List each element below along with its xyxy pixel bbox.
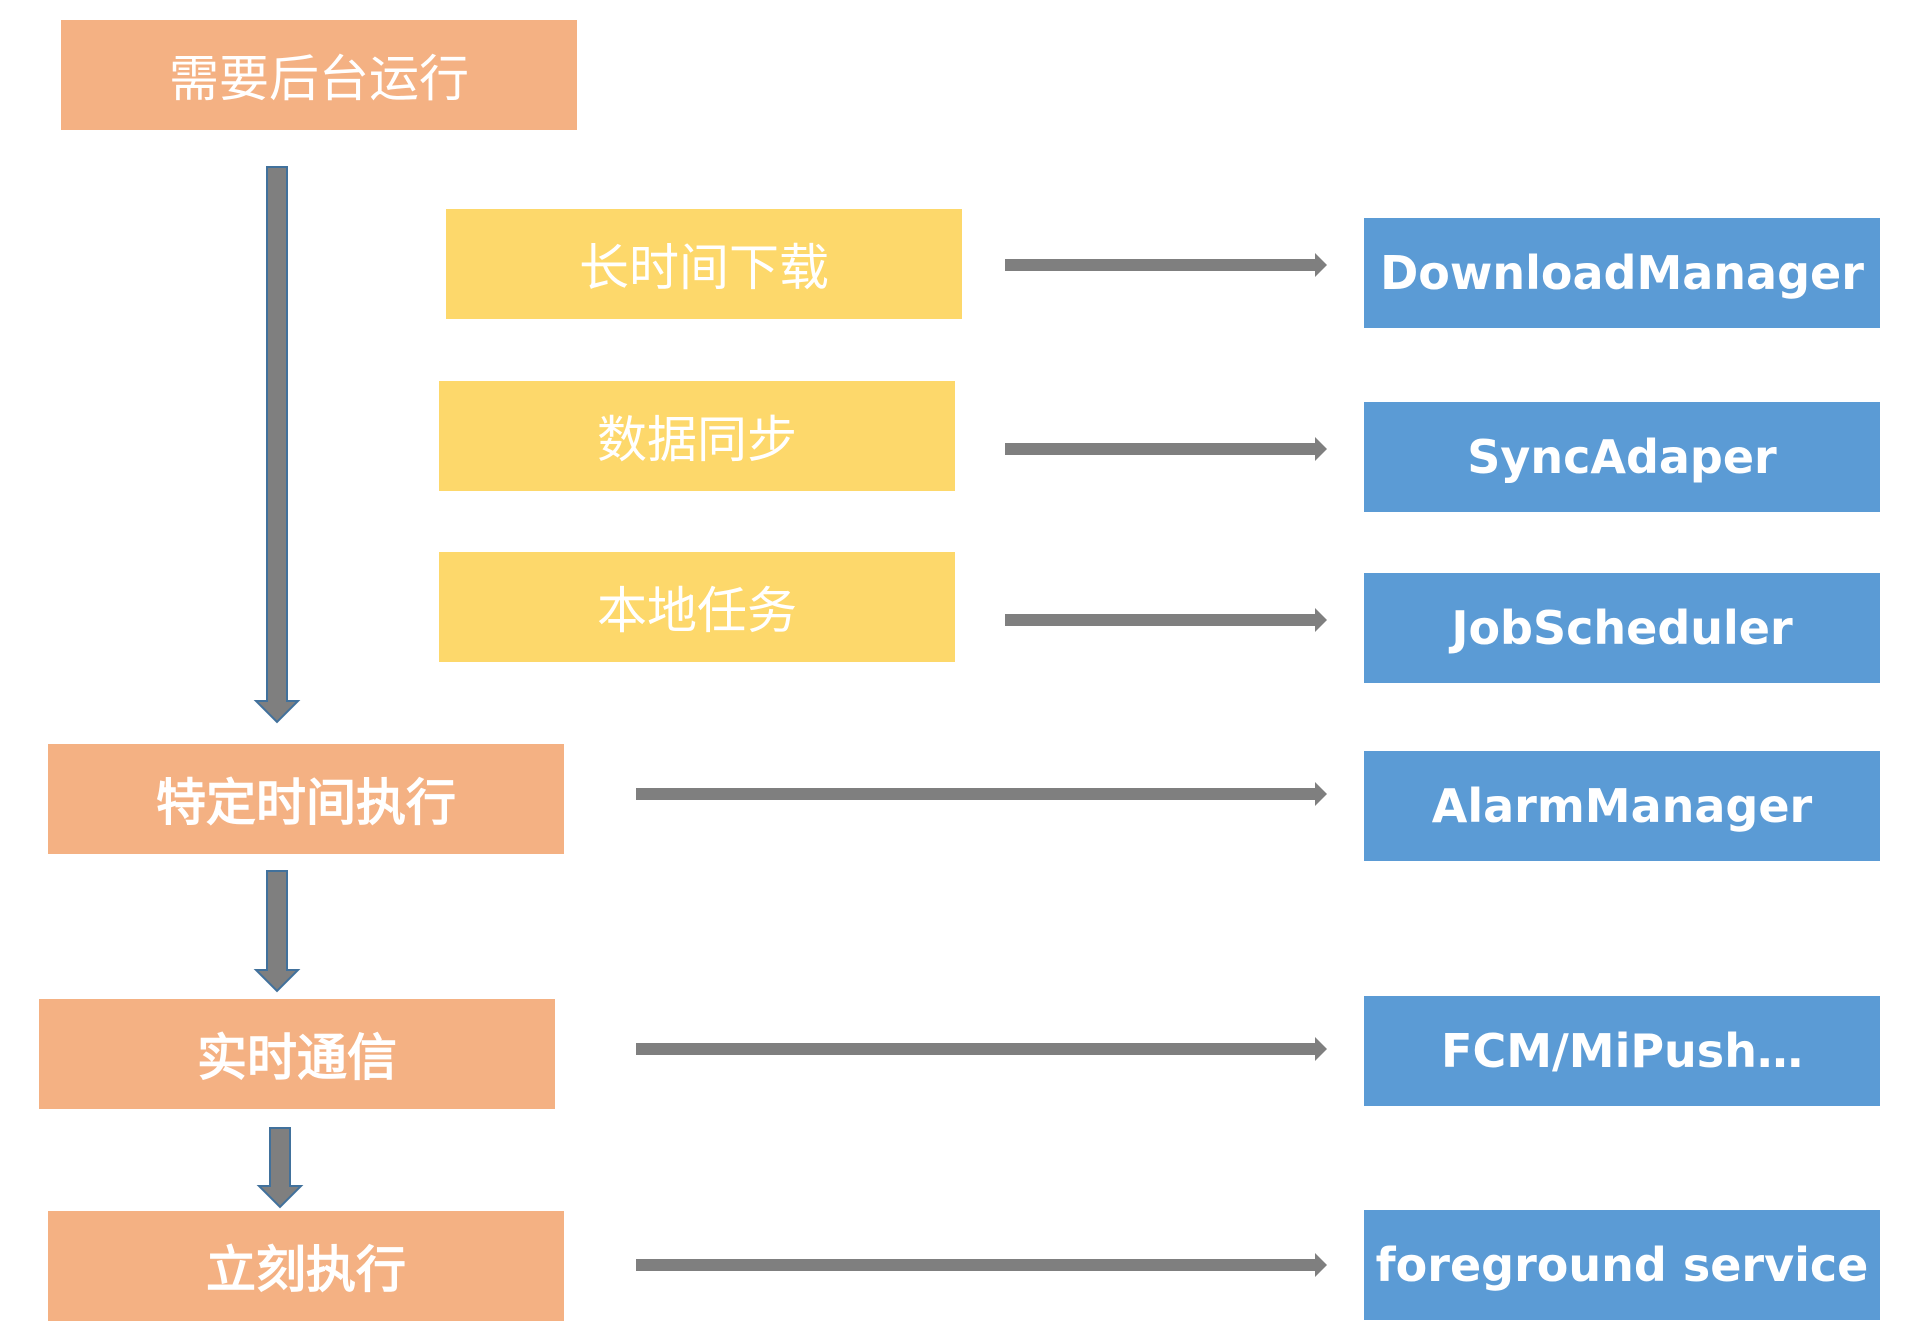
solution-label-job-scheduler: JobScheduler xyxy=(1451,601,1793,655)
down-arrow-realtime-to-immediate xyxy=(256,1127,304,1209)
solution-box-alarm-manager: AlarmManager xyxy=(1364,751,1880,861)
solution-label-sync-adapter: SyncAdaper xyxy=(1467,430,1777,484)
right-arrow-fcm xyxy=(636,1037,1327,1061)
right-arrow-alarm xyxy=(636,782,1327,806)
right-arrow-download xyxy=(1005,253,1327,277)
category-label-background: 需要后台运行 xyxy=(169,50,469,108)
right-arrow-local-task xyxy=(1005,608,1327,632)
category-box-realtime: 实时通信 xyxy=(39,999,555,1109)
subcategory-box-long-download: 长时间下载 xyxy=(446,209,962,319)
category-label-immediate: 立刻执行 xyxy=(206,1241,406,1299)
solution-label-alarm-manager: AlarmManager xyxy=(1431,779,1813,833)
category-box-background: 需要后台运行 xyxy=(61,20,577,130)
category-label-scheduled: 特定时间执行 xyxy=(156,774,456,832)
solution-box-foreground-service: foreground service xyxy=(1364,1210,1880,1320)
subcategory-label-long-download: 长时间下载 xyxy=(579,239,829,297)
right-arrow-foreground xyxy=(636,1253,1327,1277)
solution-label-download-manager: DownloadManager xyxy=(1380,246,1864,300)
subcategory-box-data-sync: 数据同步 xyxy=(439,381,955,491)
category-box-immediate: 立刻执行 xyxy=(48,1211,564,1321)
solution-label-foreground-service: foreground service xyxy=(1375,1238,1869,1292)
solution-box-sync-adapter: SyncAdaper xyxy=(1364,402,1880,512)
subcategory-label-local-task: 本地任务 xyxy=(597,582,797,640)
solution-box-job-scheduler: JobScheduler xyxy=(1364,573,1880,683)
category-label-realtime: 实时通信 xyxy=(197,1029,397,1087)
down-arrow-main xyxy=(253,166,301,724)
solution-box-download-manager: DownloadManager xyxy=(1364,218,1880,328)
solution-box-fcm-mipush: FCM/MiPush… xyxy=(1364,996,1880,1106)
subcategory-box-local-task: 本地任务 xyxy=(439,552,955,662)
category-box-scheduled: 特定时间执行 xyxy=(48,744,564,854)
subcategory-label-data-sync: 数据同步 xyxy=(597,411,797,469)
right-arrow-sync xyxy=(1005,437,1327,461)
solution-label-fcm-mipush: FCM/MiPush… xyxy=(1441,1024,1803,1078)
down-arrow-scheduled-to-realtime xyxy=(253,870,301,993)
